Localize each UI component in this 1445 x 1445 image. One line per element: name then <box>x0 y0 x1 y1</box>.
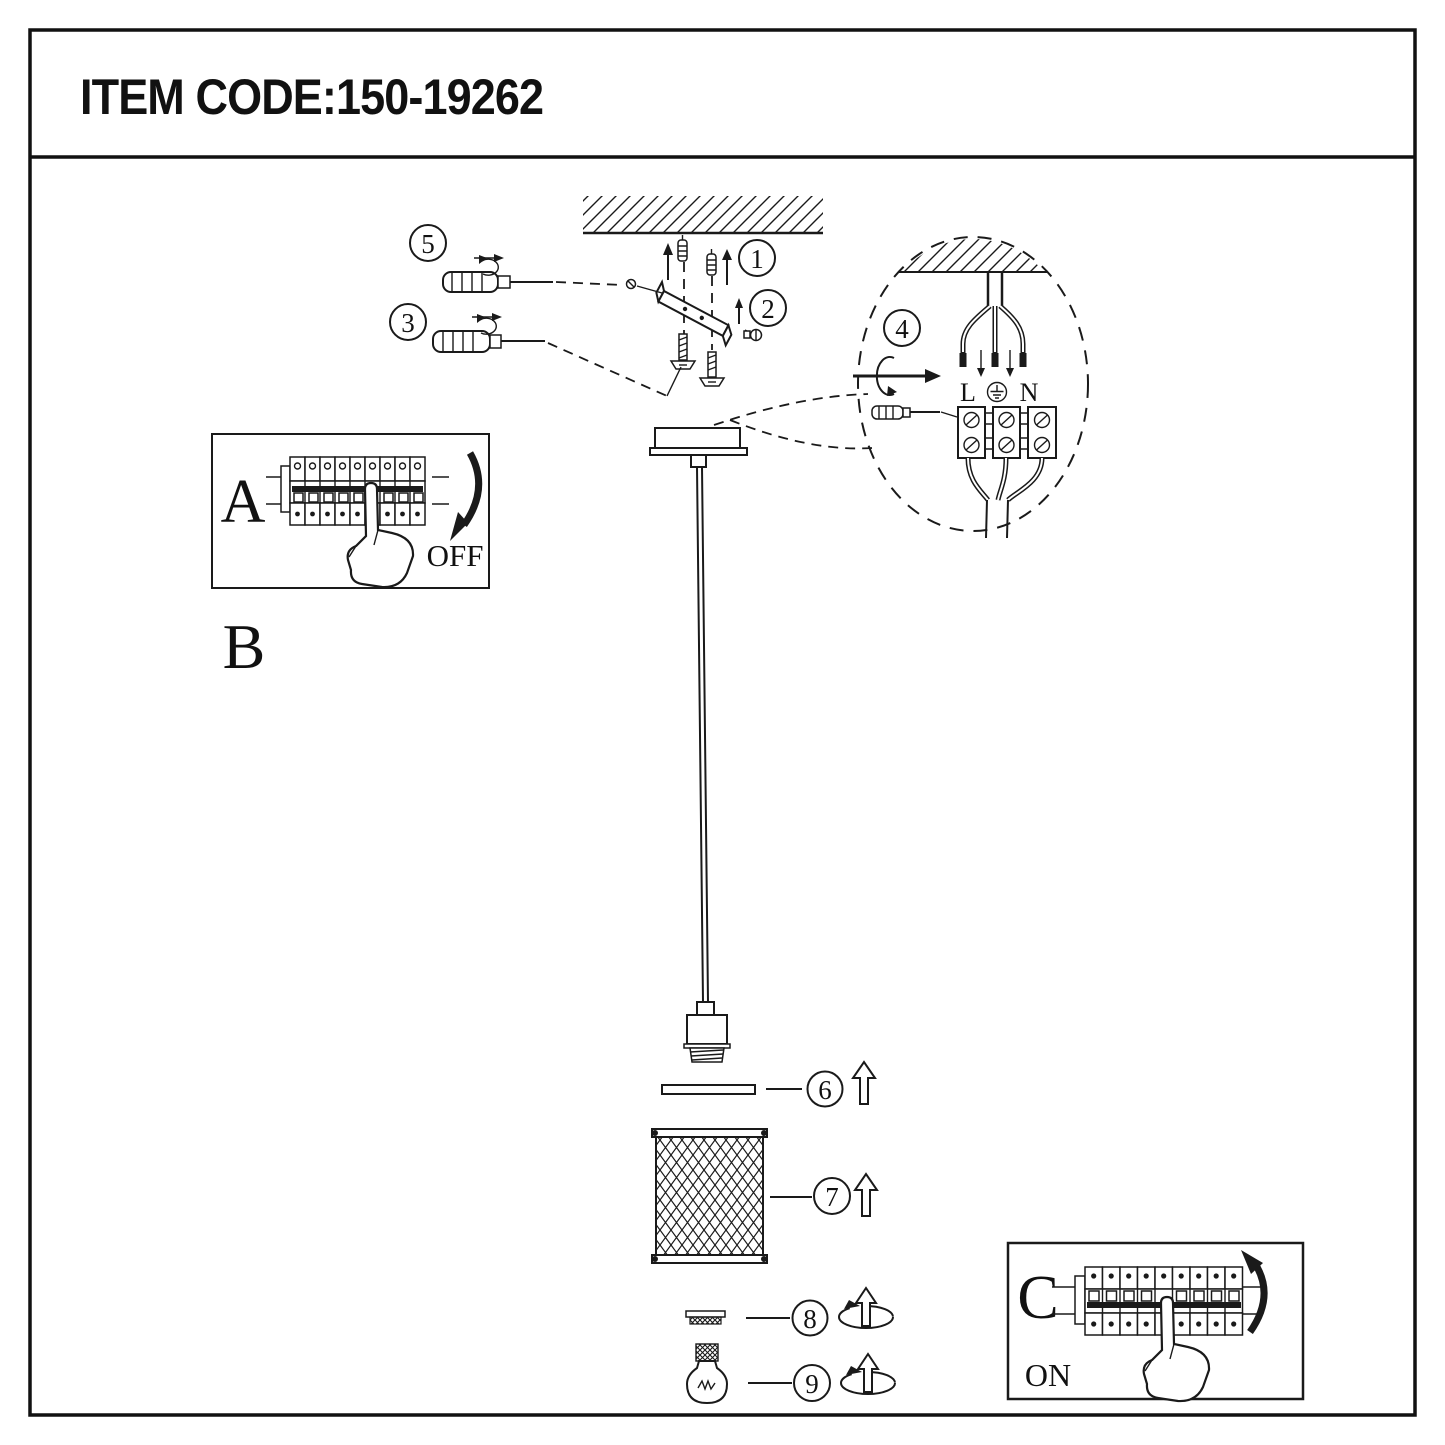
shade-ring <box>661 1084 756 1095</box>
screwdriver-5 <box>442 253 553 293</box>
retaining-cap <box>685 1310 726 1325</box>
light-bulb <box>685 1343 729 1405</box>
insert-up-icon <box>852 1061 876 1105</box>
fixture-cable <box>965 457 1045 539</box>
twist-arrow-icon <box>853 356 941 396</box>
step-8-badge: 8 <box>791 1299 829 1337</box>
leader-tail-3 <box>666 366 682 397</box>
earth-symbol-icon <box>986 381 1008 403</box>
pendant-cord <box>696 466 709 1003</box>
terminal-screwdriver <box>871 405 958 420</box>
side-bolt-left <box>625 278 637 290</box>
din-rail-lines <box>1052 1286 1262 1315</box>
svg-text:2: 2 <box>761 294 775 324</box>
step-4-badge: 4 <box>883 309 921 347</box>
up-arrow-anchor-2 <box>722 249 732 285</box>
step-5-badge: 5 <box>409 224 447 262</box>
step-6-badge: 6 <box>806 1070 844 1108</box>
switch-off-arrow <box>450 451 483 541</box>
svg-text:8: 8 <box>803 1304 817 1334</box>
screw-on-icon <box>840 1353 896 1395</box>
step-2-badge: 2 <box>749 289 787 327</box>
wall-anchor-1 <box>677 235 688 262</box>
svg-text:5: 5 <box>421 229 435 259</box>
step-7-badge: 7 <box>813 1177 851 1215</box>
off-label: OFF <box>427 538 484 573</box>
filament-icon <box>697 1379 716 1391</box>
neutral-label: N <box>1020 378 1039 407</box>
up-arrow-screw-2 <box>735 298 743 324</box>
svg-text:1: 1 <box>750 244 764 274</box>
lamp-socket <box>683 1001 731 1063</box>
terminal-block <box>957 406 1057 459</box>
leader-dash-3 <box>547 342 668 397</box>
svg-text:6: 6 <box>818 1075 832 1105</box>
step-3-badge: 3 <box>389 303 427 341</box>
din-rail-lines <box>266 476 449 505</box>
panel-c-letter: C <box>1017 1264 1058 1332</box>
breaker-row-mid <box>289 480 426 504</box>
mesh-shade <box>651 1128 768 1264</box>
breaker-row-top <box>289 456 426 482</box>
mounting-screw-2 <box>698 351 726 387</box>
item-code-title: ITEM CODE:150-19262 <box>80 69 544 125</box>
wiring-detail-bubble: L N <box>853 236 1089 539</box>
breaker-row-bottom <box>289 502 426 526</box>
screwdriver-3 <box>432 312 545 353</box>
insert-up-icon <box>854 1173 878 1217</box>
switch-on-arrow <box>1241 1250 1268 1335</box>
mounting-screw-1 <box>669 333 697 370</box>
mounting-bracket <box>655 279 733 348</box>
svg-text:9: 9 <box>805 1369 819 1399</box>
ceiling-hatch <box>583 196 823 235</box>
leader-dash-5 <box>555 281 623 286</box>
screw-on-icon <box>838 1287 894 1329</box>
leader-curve-bottom <box>729 419 873 450</box>
panel-c: C <box>1006 1241 1305 1403</box>
svg-text:3: 3 <box>401 308 415 338</box>
leader-curve-top <box>713 393 869 426</box>
wire-down-arrow-1 <box>977 350 985 377</box>
step-1-badge: 1 <box>738 239 776 277</box>
live-label: L <box>960 378 976 407</box>
section-b-letter: B <box>223 611 266 682</box>
svg-text:7: 7 <box>825 1182 839 1212</box>
wall-anchor-2 <box>706 249 717 276</box>
ceiling-canopy <box>649 427 748 468</box>
up-arrow-anchor-1 <box>663 243 673 280</box>
page-border <box>28 28 1417 1417</box>
panel-a: A <box>211 433 490 589</box>
bubble-ceiling-hatch <box>860 239 1086 272</box>
on-label: ON <box>1025 1357 1071 1393</box>
bolt-line-left <box>636 285 663 294</box>
supply-cable <box>959 272 1027 367</box>
svg-text:4: 4 <box>895 314 909 344</box>
step-9-badge: 9 <box>793 1364 831 1402</box>
wire-down-arrow-2 <box>1006 350 1014 377</box>
panel-a-letter: A <box>221 468 266 536</box>
breaker-row-top <box>1084 1266 1244 1290</box>
side-bolt-right <box>743 328 763 342</box>
